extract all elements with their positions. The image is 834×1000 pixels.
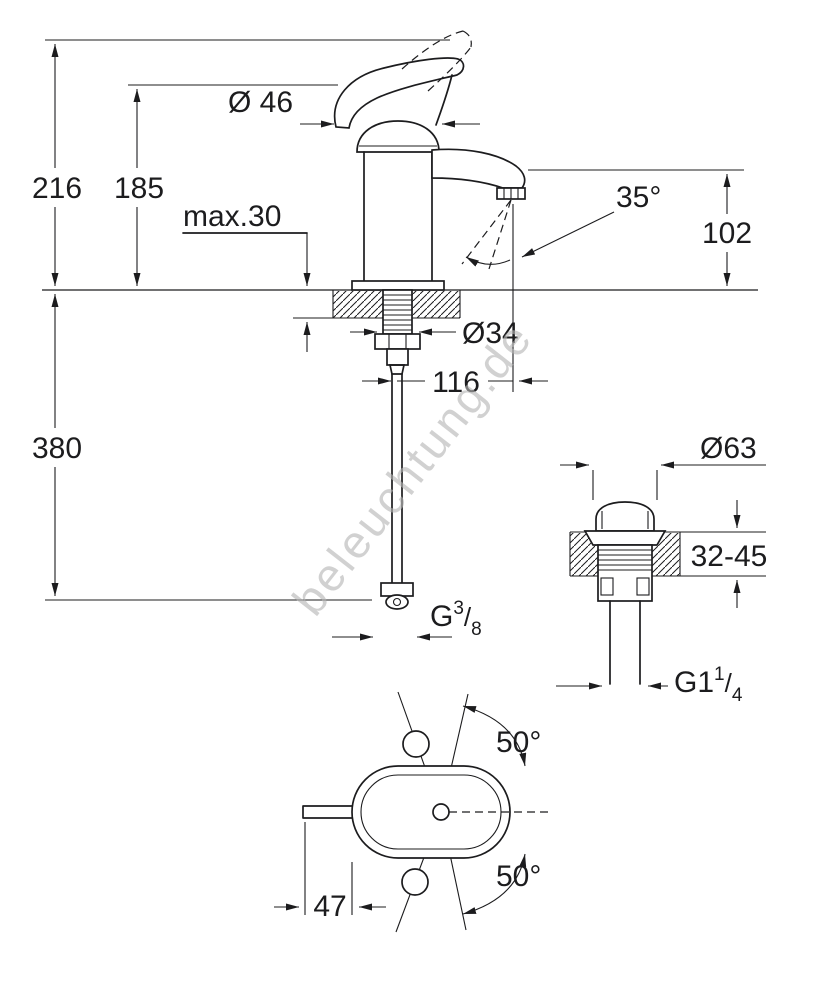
dim-g38-label: G3/8 (430, 598, 482, 640)
dim-50top-label: 50° (496, 726, 541, 759)
watermark: beleuchtung.de (282, 312, 543, 625)
supply-hose (391, 373, 403, 584)
dim-216-label: 216 (32, 172, 82, 205)
dim-50bottom-label: 50° (496, 860, 541, 893)
dim-185-label: 185 (114, 172, 164, 205)
faucet-front-view (42, 30, 758, 610)
dim-3245-label: 32-45 (691, 540, 768, 573)
dim-35deg-label: 35° (616, 181, 661, 214)
handle-position-bottom (401, 868, 429, 896)
dim-d46-label: Ø 46 (228, 86, 293, 119)
drain-tailpipe (609, 600, 641, 685)
lever-handle (333, 57, 465, 129)
spout-outlet-top (302, 805, 353, 819)
dim-max30-label: max.30 (183, 200, 281, 233)
handle-position-top (402, 730, 430, 758)
dim-116-label: 116 (432, 366, 480, 399)
dim-g114-label: G11/4 (674, 664, 743, 706)
dim-d63-label: Ø63 (700, 432, 757, 465)
pivot-screw (432, 803, 450, 821)
drain-cap (595, 501, 655, 532)
drain-valve-view (569, 501, 681, 685)
dim-47-label: 47 (313, 890, 346, 923)
dim-102-label: 102 (702, 217, 752, 250)
dim-380-label: 380 (32, 432, 82, 465)
spray-lines (461, 199, 512, 270)
dimension-annotations: 216 185 380 max.30 Ø 46 35° 102 Ø34 (32, 39, 768, 923)
handle-raised-position (401, 30, 472, 92)
dim-d34-label: Ø34 (462, 317, 519, 350)
faucet-top-view (302, 691, 548, 933)
